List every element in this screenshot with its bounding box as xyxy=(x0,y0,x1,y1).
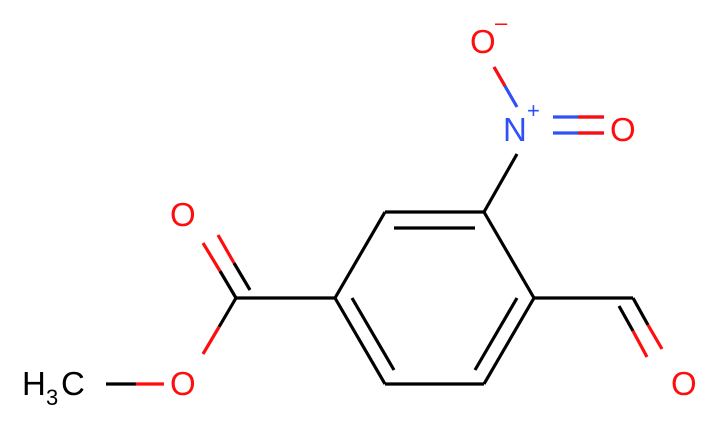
ester-group: O O H 3 C xyxy=(22,196,335,410)
ester-to-ether-o-bond-black xyxy=(217,297,238,328)
ring-bond-6 xyxy=(333,211,387,299)
o-aldehyde-label: O xyxy=(671,365,697,402)
aldehyde-double-bond-b-red xyxy=(631,330,649,358)
ring-bond-3-inner xyxy=(473,297,519,371)
o-ester-carbonyl-label: O xyxy=(170,196,196,233)
ester-double-bond-b-black xyxy=(232,262,252,291)
o-minus-charge: – xyxy=(495,10,508,35)
o-minus-bond-red xyxy=(492,66,507,87)
ring-bond-2 xyxy=(482,211,536,299)
aldehyde-double-bond-b-black xyxy=(617,305,635,332)
methyl-subscript: 3 xyxy=(46,385,58,410)
aldehyde-double-bond-a-red xyxy=(646,324,664,350)
benzene-ring xyxy=(333,210,536,386)
ester-double-bond-a-red xyxy=(201,242,222,272)
ring-bond-5-inner xyxy=(350,297,396,371)
methyl-c: C xyxy=(61,365,85,402)
o-ether-label: O xyxy=(170,365,196,402)
nitrogen-label: N xyxy=(503,111,527,148)
ring-to-nitrogen-bond xyxy=(482,153,519,213)
methyl-label: H 3 C xyxy=(22,365,85,410)
ester-to-ether-o-bond-red xyxy=(201,326,221,355)
methyl-h: H xyxy=(22,365,46,402)
ring-bond-3 xyxy=(482,297,536,385)
ester-double-bond-a-black xyxy=(218,270,238,299)
o-minus-label: O xyxy=(470,23,496,60)
aldehyde-group: O xyxy=(534,296,697,402)
nitro-group: O – N + O xyxy=(470,10,636,213)
ring-bond-5 xyxy=(333,297,387,385)
aldehyde-double-bond-a-black xyxy=(631,297,650,326)
o-nitro-label: O xyxy=(610,111,636,148)
ester-double-bond-b-red xyxy=(216,234,236,264)
nitrogen-charge: + xyxy=(527,98,540,123)
